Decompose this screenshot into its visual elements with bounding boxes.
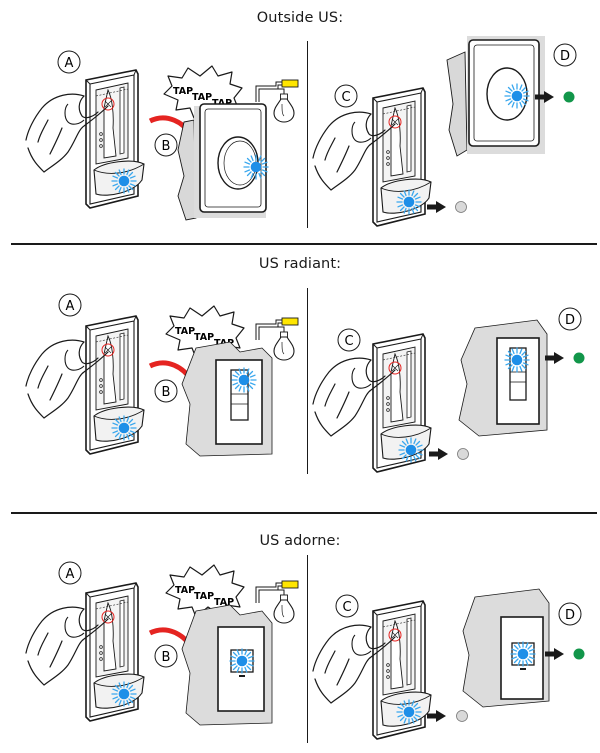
step-a-label: A bbox=[66, 567, 75, 582]
step-a-marker: A bbox=[58, 293, 82, 317]
step-d-label: D bbox=[560, 49, 570, 64]
step-cd-illustration: C D bbox=[312, 588, 585, 740]
switch-led-icon bbox=[229, 648, 255, 674]
panel-separator bbox=[307, 288, 309, 474]
step-b-label: B bbox=[162, 139, 171, 154]
step-b-label: B bbox=[162, 650, 171, 665]
detector-led-icon bbox=[398, 437, 424, 463]
detector-status-grey-dot bbox=[457, 448, 469, 460]
rocker-switch-icon bbox=[458, 319, 548, 437]
rocker-switch-icon bbox=[181, 341, 273, 457]
panel-separator bbox=[307, 555, 309, 743]
section-title: Outside US: bbox=[256, 10, 344, 26]
step-c-marker: C bbox=[335, 594, 359, 618]
tap-word-2: TAP bbox=[194, 591, 214, 602]
detector-led-icon bbox=[111, 168, 137, 194]
tap-word-3: TAP bbox=[214, 597, 234, 608]
step-cd-illustration: C D bbox=[312, 307, 585, 473]
switch-status-green-dot bbox=[573, 648, 585, 660]
tap-word-2: TAP bbox=[192, 92, 212, 103]
step-c-label: C bbox=[344, 334, 353, 349]
step-c-label: C bbox=[341, 90, 350, 105]
section-divider bbox=[11, 243, 597, 245]
round-dimmer-switch-icon bbox=[177, 103, 267, 221]
section-divider bbox=[11, 512, 597, 514]
detector-status-grey-dot bbox=[455, 201, 467, 213]
detector-status-grey-dot bbox=[456, 710, 468, 722]
tap-text: TAP TAP TAP bbox=[175, 585, 234, 608]
detector-with-hand-icon bbox=[25, 315, 145, 455]
tap-word-1: TAP bbox=[175, 585, 195, 596]
step-ab-illustration: A B TAP TAP TAP bbox=[25, 50, 299, 221]
step-b-marker: B bbox=[154, 644, 178, 668]
step-c-marker: C bbox=[337, 328, 361, 352]
switch-led-icon bbox=[504, 347, 530, 373]
detector-led-icon bbox=[111, 681, 137, 707]
step-ab-illustration: A B TAP TAP TAP bbox=[25, 561, 299, 726]
detector-led-icon bbox=[111, 415, 137, 441]
black-arrow-icon bbox=[429, 448, 448, 460]
step-a-label: A bbox=[66, 299, 75, 314]
detector-with-hand-icon bbox=[312, 87, 432, 227]
black-arrow-icon bbox=[427, 201, 446, 213]
step-b-marker: B bbox=[154, 133, 178, 157]
step-a-marker: A bbox=[57, 50, 81, 74]
step-cd-illustration: C D bbox=[312, 36, 577, 227]
step-ab-illustration: A B TAP TAP TAP bbox=[25, 293, 299, 457]
adorne-switch-icon bbox=[181, 604, 273, 726]
step-c-label: C bbox=[342, 600, 351, 615]
panel-separator bbox=[307, 41, 309, 228]
detector-with-hand-icon bbox=[312, 600, 432, 740]
step-a-marker: A bbox=[58, 561, 82, 585]
black-arrow-icon bbox=[427, 710, 446, 722]
step-b-label: B bbox=[162, 385, 171, 400]
step-c-marker: C bbox=[334, 84, 358, 108]
step-d-label: D bbox=[565, 608, 575, 623]
switch-status-green-dot bbox=[563, 91, 575, 103]
section-outside-us: Outside US: A B TAP TAP TAP bbox=[0, 0, 600, 243]
step-d-marker: D bbox=[558, 307, 582, 331]
detector-led-icon bbox=[396, 189, 422, 215]
detector-led-icon bbox=[396, 699, 422, 725]
black-arrow-icon bbox=[545, 352, 564, 364]
step-d-label: D bbox=[565, 313, 575, 328]
section-title: US adorne: bbox=[259, 533, 341, 549]
switch-status-green-dot bbox=[573, 352, 585, 364]
section-us-radiant: US radiant: A B TAP TAP TAP bbox=[0, 244, 600, 512]
tap-word-1: TAP bbox=[173, 86, 193, 97]
tap-word-2: TAP bbox=[194, 332, 214, 343]
switch-led-icon bbox=[504, 83, 530, 109]
step-d-marker: D bbox=[558, 602, 582, 626]
round-dimmer-switch-icon bbox=[446, 36, 545, 157]
section-title: US radiant: bbox=[258, 256, 342, 272]
switch-led-icon bbox=[243, 154, 269, 180]
detector-with-hand-icon bbox=[25, 582, 145, 722]
step-a-label: A bbox=[65, 56, 74, 71]
section-us-adorne: US adorne: A B TAP TAP TAP bbox=[0, 513, 600, 753]
tap-word-1: TAP bbox=[175, 326, 195, 337]
switch-led-icon bbox=[231, 367, 257, 393]
switch-led-icon bbox=[510, 641, 536, 667]
detector-with-hand-icon bbox=[25, 69, 145, 209]
step-b-marker: B bbox=[154, 379, 178, 403]
adorne-switch-icon bbox=[462, 588, 550, 708]
step-d-marker: D bbox=[553, 43, 577, 67]
